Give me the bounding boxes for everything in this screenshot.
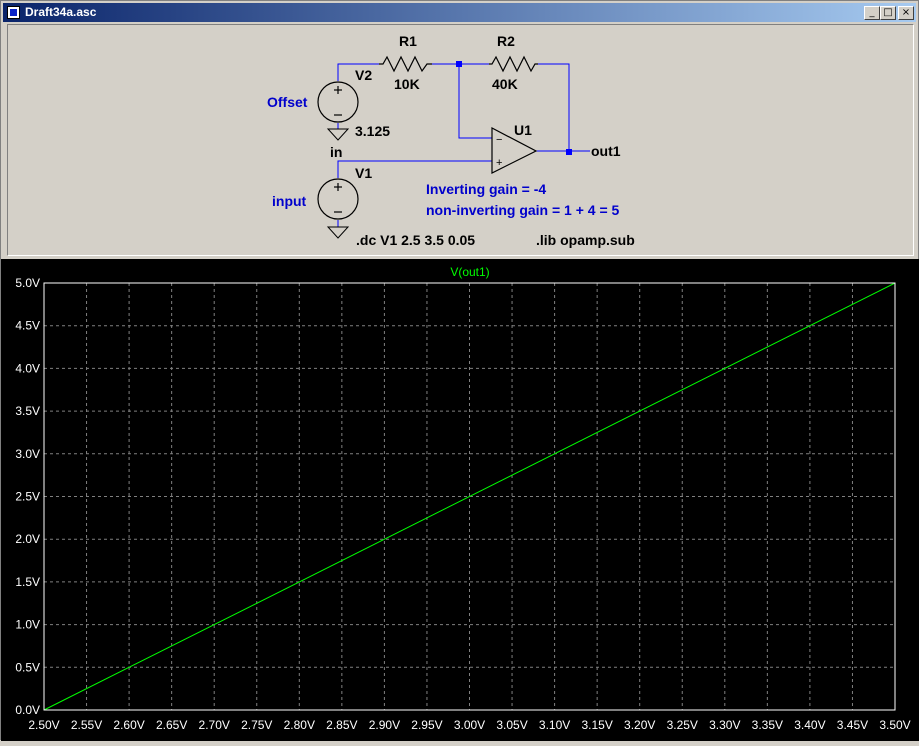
x-tick-label: 3.20V: [624, 718, 655, 732]
x-tick-label: 3.35V: [752, 718, 783, 732]
x-tick-label: 2.95V: [411, 718, 442, 732]
x-tick-label: 2.65V: [156, 718, 187, 732]
net-label-out1: out1: [591, 143, 621, 159]
x-tick-label: 2.50V: [28, 718, 59, 732]
x-tick-label: 2.85V: [326, 718, 357, 732]
x-tick-label: 2.75V: [241, 718, 272, 732]
y-tick-label: 1.5V: [15, 575, 40, 589]
dc-directive: .dc V1 2.5 3.5 0.05: [356, 232, 475, 248]
v2-label: Offset: [267, 94, 308, 110]
v1-name: V1: [355, 165, 372, 181]
schematic-canvas[interactable]: R1 10K R2 40K V2 Offset 3.125 in: [8, 25, 915, 257]
close-button[interactable]: ×: [898, 6, 914, 20]
y-tick-label: 2.0V: [15, 532, 40, 546]
y-tick-label: 1.0V: [15, 618, 40, 632]
v2-name: V2: [355, 67, 372, 83]
y-tick-label: 3.5V: [15, 404, 40, 418]
r2-value: 40K: [492, 76, 518, 92]
title-bar[interactable]: Draft34a.asc _ □ ×: [3, 3, 916, 22]
x-tick-label: 2.90V: [369, 718, 400, 732]
y-tick-label: 4.0V: [15, 361, 40, 375]
tick-labels: 2.50V 2.55V 2.60V 2.65V 2.70V 2.75V 2.80V 2.85V…: [15, 276, 910, 732]
resistor-r2[interactable]: [489, 55, 538, 73]
maximize-button[interactable]: □: [880, 6, 896, 20]
output-junction-dot: [566, 149, 572, 155]
noninverting-pin-label: +: [496, 157, 502, 169]
x-tick-label: 2.60V: [113, 718, 144, 732]
x-tick-label: 3.40V: [794, 718, 825, 732]
junction-dot: [456, 61, 462, 67]
window-title: Draft34a.asc: [25, 5, 97, 19]
x-tick-label: 3.05V: [496, 718, 527, 732]
x-tick-label: 3.50V: [879, 718, 910, 732]
y-tick-label: 4.5V: [15, 319, 40, 333]
trace-label[interactable]: V(out1): [450, 265, 489, 279]
r1-value: 10K: [394, 76, 420, 92]
v1-label: input: [272, 193, 307, 209]
minimize-button[interactable]: _: [864, 6, 880, 20]
x-tick-label: 2.70V: [199, 718, 230, 732]
wires: [337, 63, 590, 227]
opamp-u1[interactable]: [491, 127, 538, 174]
y-tick-label: 3.0V: [15, 447, 40, 461]
schematic-pane[interactable]: R1 10K R2 40K V2 Offset 3.125 in: [7, 24, 914, 256]
comment-inverting-gain: Inverting gain = -4: [426, 181, 546, 197]
x-tick-label: 3.30V: [709, 718, 740, 732]
v2-value: 3.125: [355, 123, 390, 139]
plot-grid: [44, 283, 895, 710]
x-tick-label: 3.00V: [454, 718, 485, 732]
trace-v-out1[interactable]: [43, 282, 896, 711]
ground-icon: [326, 128, 350, 141]
x-tick-label: 3.10V: [539, 718, 570, 732]
y-tick-label: 2.5V: [15, 490, 40, 504]
x-tick-label: 3.25V: [667, 718, 698, 732]
net-label-in: in: [330, 144, 342, 160]
inverting-pin-label: −: [496, 134, 502, 146]
voltage-source-v2[interactable]: [317, 81, 359, 123]
x-tick-label: 3.15V: [581, 718, 612, 732]
u1-name: U1: [514, 122, 532, 138]
r2-name: R2: [497, 33, 515, 49]
plot-traces: [43, 282, 896, 711]
resistor-r1[interactable]: [379, 55, 432, 73]
y-tick-label: 5.0V: [15, 276, 40, 290]
plot-frame: [43, 282, 896, 711]
ground-icon: [326, 226, 350, 239]
y-tick-label: 0.0V: [15, 703, 40, 717]
x-tick-label: 2.80V: [284, 718, 315, 732]
voltage-source-v1[interactable]: [317, 178, 359, 220]
r1-name: R1: [399, 33, 417, 49]
y-tick-label: 0.5V: [15, 660, 40, 674]
x-tick-label: 2.55V: [71, 718, 102, 732]
comment-noninverting-gain: non-inverting gain = 1 + 4 = 5: [426, 202, 620, 218]
x-tick-label: 3.45V: [837, 718, 868, 732]
schematic-icon: [7, 6, 20, 19]
lib-directive: .lib opamp.sub: [536, 232, 635, 248]
